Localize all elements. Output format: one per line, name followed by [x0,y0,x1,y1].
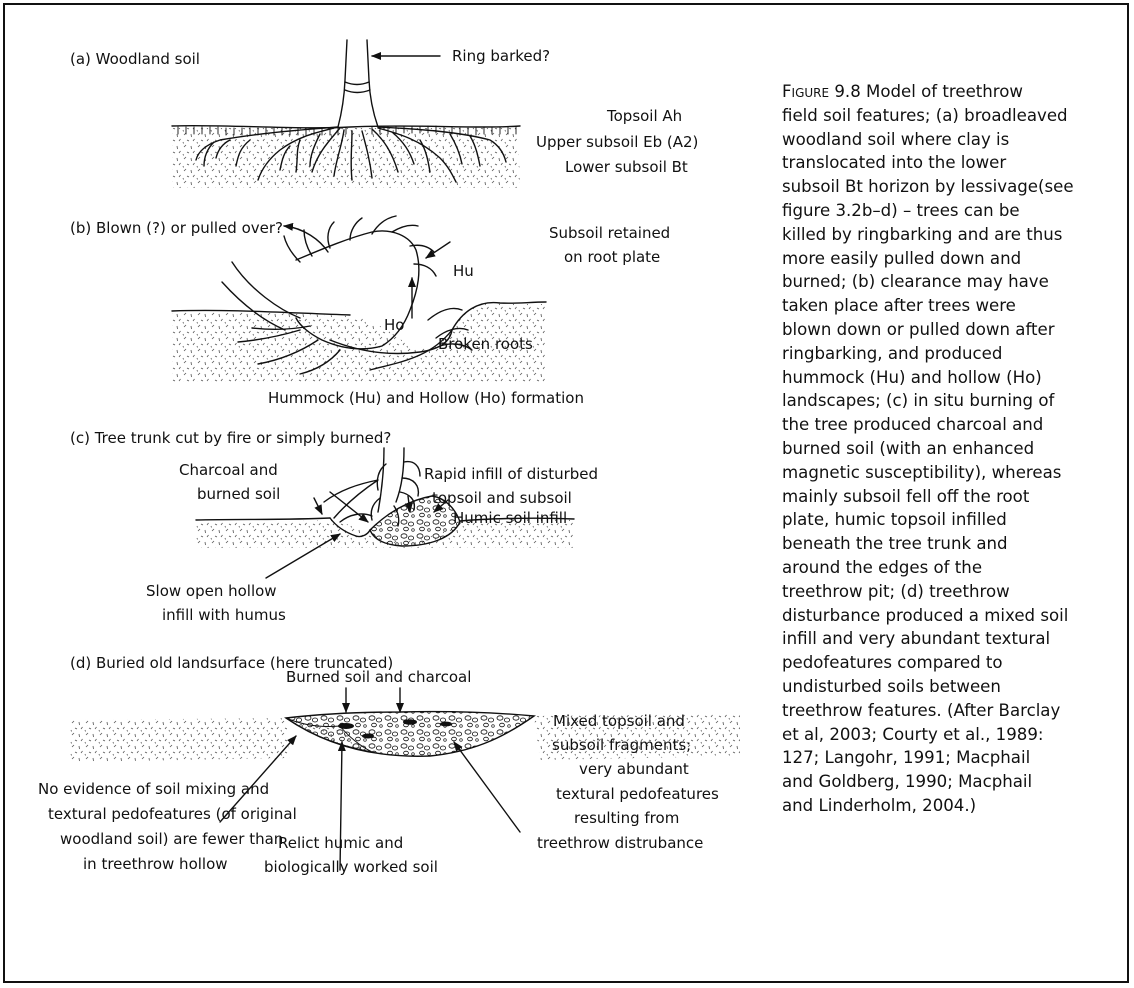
caption-line: plate, humic topsoil infilled [782,508,1127,532]
caption-line: et al, 2003; Courty et al., 1989: [782,723,1127,747]
label-humic-infill: Humic soil infill [453,509,567,527]
label-subsoil-retained: Subsoil retained [549,224,670,242]
label-hu: Hu [453,262,474,280]
caption-line: magnetic susceptibility), whereas [782,461,1127,485]
caption-line: and Goldberg, 1990; Macphail [782,770,1127,794]
trunk-left [378,448,384,512]
label-burned-charcoal: Burned soil and charcoal [286,668,471,686]
rotation-arrow [284,226,328,252]
caption-line: taken place after trees were [782,294,1127,318]
panel-c: (c) Tree trunk cut by fire or simply bur… [70,429,598,624]
caption-line: beneath the tree trunk and [782,532,1127,556]
trunk-left [338,40,347,127]
panel-d: (d) Buried old landsurface (here truncat… [38,654,740,876]
caption-line: landscapes; (c) in situ burning of [782,389,1127,413]
label-hummock-hollow: Hummock (Hu) and Hollow (Ho) formation [268,389,584,407]
soil-body-left [70,718,290,762]
label-root-plate: on root plate [564,248,660,266]
label-mixed-3: very abundant [579,760,689,778]
label-charcoal-2: burned soil [197,485,280,503]
label-relict-2: biologically worked soil [264,858,438,876]
caption-line: treethrow features. (After Barclay [782,699,1127,723]
label-rapid-infill-1: Rapid infill of disturbed [424,465,598,483]
ringbark-band [345,82,370,93]
panel-b: (b) Blown (?) or pulled over? Subsoil re… [70,216,670,407]
caption-line: pedofeatures compared to [782,651,1127,675]
caption-line: around the edges of the [782,556,1127,580]
charcoal-arrow-2 [330,492,368,522]
label-rapid-infill-2: topsoil and subsoil [432,489,572,507]
caption-line: more easily pulled down and [782,247,1127,271]
label-upper-subsoil: Upper subsoil Eb (A2) [536,133,698,151]
label-mixed-4: textural pedofeatures [556,785,719,803]
label-ho: Ho [384,316,404,334]
trunk-right [367,40,378,127]
caption-line: mainly subsoil fell off the root [782,485,1127,509]
panel-b-title: (b) Blown (?) or pulled over? [70,219,283,237]
caption-line: disturbance produced a mixed soil [782,604,1127,628]
label-mixed-2: subsoil fragments; [552,736,691,754]
label-no-evidence-3: woodland soil) are fewer than [60,830,283,848]
caption-line: ringbarking, and produced [782,342,1127,366]
panel-c-title: (c) Tree trunk cut by fire or simply bur… [70,429,391,447]
caption-line: burned soil (with an enhanced [782,437,1127,461]
label-lower-subsoil: Lower subsoil Bt [565,158,688,176]
trunk-right [396,448,404,502]
ground-surface-left [196,518,330,520]
label-mixed-1: Mixed topsoil and [553,712,685,730]
label-relict-1: Relict humic and [278,834,403,852]
caption-line: subsoil Bt horizon by lessivage(see [782,175,1127,199]
label-mixed-5: resulting from [574,809,679,827]
label-slow-hollow-1: Slow open hollow [146,582,277,600]
caption-line: the tree produced charcoal and [782,413,1127,437]
caption-line: and Linderholm, 2004.) [782,794,1127,818]
label-slow-hollow-2: infill with humus [162,606,286,624]
caption-line: field soil features; (a) broadleaved [782,104,1127,128]
label-mixed-6: treethrow distrubance [537,834,703,852]
soil-body [172,128,520,188]
caption-line: translocated into the lower [782,151,1127,175]
caption-line: 127; Langohr, 1991; Macphail [782,746,1127,770]
figure-caption: Figure 9.8 Model of treethrowfield soil … [782,80,1127,818]
caption-line: treethrow pit; (d) treethrow [782,580,1127,604]
mixed-arrow [454,742,520,832]
label-charcoal-1: Charcoal and [179,461,278,479]
panel-a-title: (a) Woodland soil [70,50,200,68]
panel-a: (a) Woodland soil [70,40,698,188]
label-ring-barked: Ring barked? [452,47,550,65]
caption-line: burned; (b) clearance may have [782,270,1127,294]
label-topsoil: Topsoil Ah [606,107,682,125]
caption-line: undisturbed soils between [782,675,1127,699]
charcoal-arrow-1 [314,498,322,514]
caption-line: figure 3.2b–d) – trees can be [782,199,1127,223]
figure-label: Figure [782,82,829,101]
label-broken-roots: Broken roots [438,335,533,353]
fallen-trunk-top [232,262,300,318]
subsoil-arrow [426,242,450,258]
label-no-evidence-2: textural pedofeatures (of original [48,805,297,823]
label-no-evidence-1: No evidence of soil mixing and [38,780,269,798]
caption-line: killed by ringbarking and are thus [782,223,1127,247]
caption-line: Figure 9.8 Model of treethrow [782,80,1127,104]
label-no-evidence-4: in treethrow hollow [83,855,228,873]
caption-line-text: 9.8 Model of treethrow [829,82,1023,101]
caption-line: woodland soil where clay is [782,128,1127,152]
caption-line: infill and very abundant textural [782,627,1127,651]
charcoal-wedge [324,480,378,518]
caption-line: blown down or pulled down after [782,318,1127,342]
caption-line: hummock (Hu) and hollow (Ho) [782,366,1127,390]
